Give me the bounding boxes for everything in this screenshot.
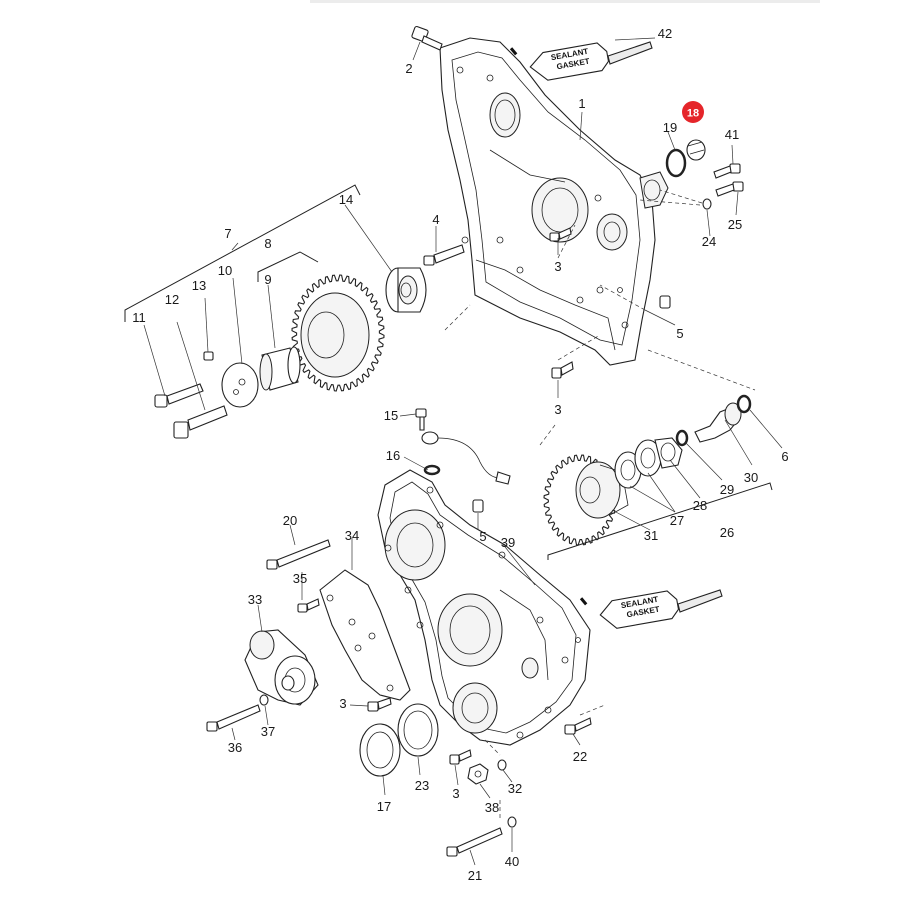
bolt-4[interactable] [423, 244, 465, 266]
callout-c23[interactable]: 23 [415, 778, 429, 793]
callout-c1[interactable]: 1 [578, 96, 585, 111]
idler-gear[interactable] [291, 274, 385, 392]
callout-c38[interactable]: 38 [485, 800, 499, 815]
callout-c20[interactable]: 20 [283, 513, 297, 528]
seal-23[interactable] [397, 703, 439, 757]
group-bracket-7 [124, 184, 361, 322]
sensor-15[interactable] [415, 408, 511, 485]
thrust-flange[interactable] [385, 267, 427, 313]
callout-c2[interactable]: 2 [405, 61, 412, 76]
bearing-pair[interactable] [614, 439, 662, 489]
callout-c25[interactable]: 25 [728, 217, 742, 232]
callout-c40[interactable]: 40 [505, 854, 519, 869]
o-ring-6[interactable] [736, 394, 752, 414]
callout-c22[interactable]: 22 [573, 749, 587, 764]
o-ring-19[interactable] [665, 148, 687, 178]
callout-c6[interactable]: 6 [781, 449, 788, 464]
callout-c31[interactable]: 31 [644, 528, 658, 543]
callout-c3c[interactable]: 3 [339, 696, 346, 711]
bolt-22[interactable] [564, 717, 592, 735]
bracket-34[interactable] [319, 569, 411, 701]
sealant-tube-top: SEALANT GASKET [509, 41, 653, 81]
dowel-5b[interactable] [472, 499, 484, 513]
bolt-11[interactable] [154, 383, 204, 408]
hub-28[interactable] [654, 437, 683, 469]
callout-c24[interactable]: 24 [702, 234, 716, 249]
washer-40[interactable] [507, 816, 517, 828]
callout-c35[interactable]: 35 [293, 571, 307, 586]
callout-c5b[interactable]: 5 [479, 529, 486, 544]
bolt-2[interactable] [411, 25, 443, 51]
callout-c36[interactable]: 36 [228, 740, 242, 755]
callout-18-highlight[interactable]: 18 [682, 101, 704, 123]
callout-c27[interactable]: 27 [670, 513, 684, 528]
top-scroll-edge [310, 0, 820, 3]
callout-c17[interactable]: 17 [377, 799, 391, 814]
callout-c16[interactable]: 16 [386, 448, 400, 463]
gear-31[interactable] [543, 454, 629, 546]
callout-c3b[interactable]: 3 [554, 402, 561, 417]
screw-35[interactable] [297, 598, 320, 613]
o-ring-29[interactable] [675, 429, 689, 447]
bolt-21[interactable] [446, 827, 503, 857]
gear-cover-lower[interactable] [377, 469, 591, 746]
plug-18[interactable] [686, 139, 706, 161]
o-ring-16[interactable] [423, 464, 441, 476]
seal-17[interactable] [359, 723, 401, 777]
callout-c42[interactable]: 42 [658, 26, 672, 41]
callout-c8[interactable]: 8 [264, 236, 271, 251]
bolt-3d[interactable] [449, 749, 472, 765]
callout-c15[interactable]: 15 [384, 408, 398, 423]
callout-c4[interactable]: 4 [432, 212, 439, 227]
callout-c28[interactable]: 28 [693, 498, 707, 513]
bolt-20[interactable] [266, 539, 331, 570]
callout-c12[interactable]: 12 [165, 292, 179, 307]
callout-c39[interactable]: 39 [501, 535, 515, 550]
callout-c34[interactable]: 34 [345, 528, 359, 543]
callout-c13[interactable]: 13 [192, 278, 206, 293]
callout-c41[interactable]: 41 [725, 127, 739, 142]
callout-c30[interactable]: 30 [744, 470, 758, 485]
screw-13[interactable] [203, 351, 214, 361]
bolt-36[interactable] [206, 704, 261, 732]
callout-c19[interactable]: 19 [663, 120, 677, 135]
callout-18-label: 18 [687, 108, 699, 120]
group-bracket-8 [257, 251, 319, 282]
tensioner-33[interactable] [244, 629, 319, 706]
washer-24[interactable] [702, 198, 712, 210]
callout-c32[interactable]: 32 [508, 781, 522, 796]
nut-38[interactable] [467, 763, 489, 785]
shaft-30[interactable] [694, 402, 742, 443]
callout-c9[interactable]: 9 [264, 272, 271, 287]
washer-32[interactable] [497, 759, 507, 771]
callout-c11[interactable]: 11 [132, 310, 146, 325]
callout-c14[interactable]: 14 [339, 192, 353, 207]
bolt-3a[interactable] [549, 227, 572, 242]
washer-10[interactable] [221, 362, 259, 408]
sealant-tube-bottom: SEALANT GASKET [579, 589, 723, 629]
callout-c29[interactable]: 29 [720, 482, 734, 497]
callout-c10[interactable]: 10 [218, 263, 232, 278]
group-bracket-26 [547, 482, 773, 560]
callout-c7[interactable]: 7 [224, 226, 231, 241]
bushing[interactable] [259, 346, 301, 391]
bolt-41[interactable] [713, 163, 741, 179]
bolt-12[interactable] [173, 405, 228, 439]
bolt-3b[interactable] [551, 361, 574, 379]
bolt-25[interactable] [715, 181, 744, 197]
callout-c3a[interactable]: 3 [554, 259, 561, 274]
washer-37[interactable] [259, 694, 269, 706]
gear-housing-upper[interactable] [439, 37, 669, 366]
callout-c37[interactable]: 37 [261, 724, 275, 739]
callout-c5a[interactable]: 5 [676, 326, 683, 341]
callout-c21[interactable]: 21 [468, 868, 482, 883]
bolt-3c[interactable] [367, 697, 392, 712]
callout-c26[interactable]: 26 [720, 525, 734, 540]
leader-lines [143, 37, 783, 866]
callout-c33[interactable]: 33 [248, 592, 262, 607]
callout-c3d[interactable]: 3 [452, 786, 459, 801]
dowel-5a[interactable] [659, 295, 671, 309]
callout-labels: 1233334556789101112131415161719202122232… [132, 26, 788, 883]
